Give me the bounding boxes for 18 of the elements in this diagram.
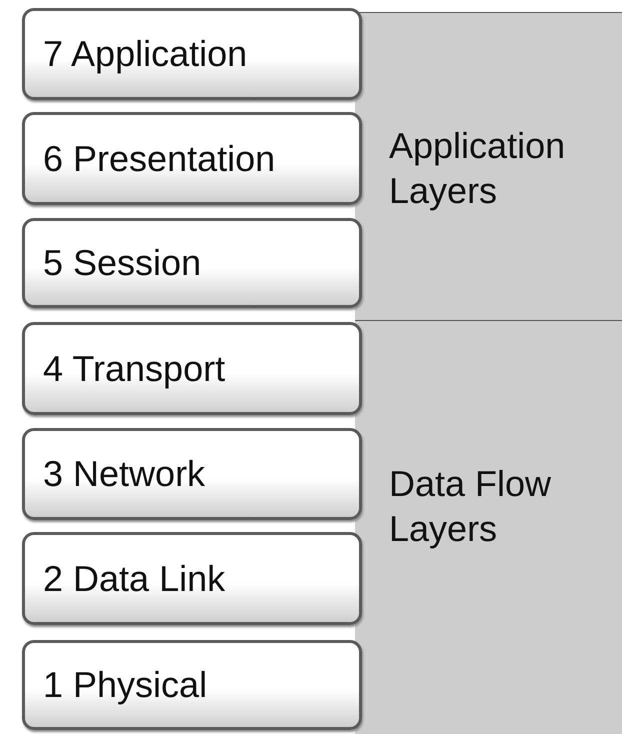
layer-label: 1 Physical [43,664,208,706]
layer-box [22,640,362,730]
layer-label: 2 Data Link [43,558,226,600]
layer-box [22,428,362,520]
layer-box [22,8,362,100]
layer-label: 6 Presentation [43,138,276,180]
group-label: Data Flow Layers [389,462,552,551]
layer-label: 4 Transport [43,348,226,390]
group-label: Application Layers [389,124,566,213]
layer-label: 5 Session [43,242,202,284]
layer-group-band [355,12,622,320]
layer-box [22,532,362,625]
layer-group-band [355,320,622,734]
layer-box [22,112,362,205]
layer-box [22,322,362,415]
layer-box [22,218,362,308]
layer-label: 7 Application [43,33,248,75]
layer-label: 3 Network [43,453,206,495]
